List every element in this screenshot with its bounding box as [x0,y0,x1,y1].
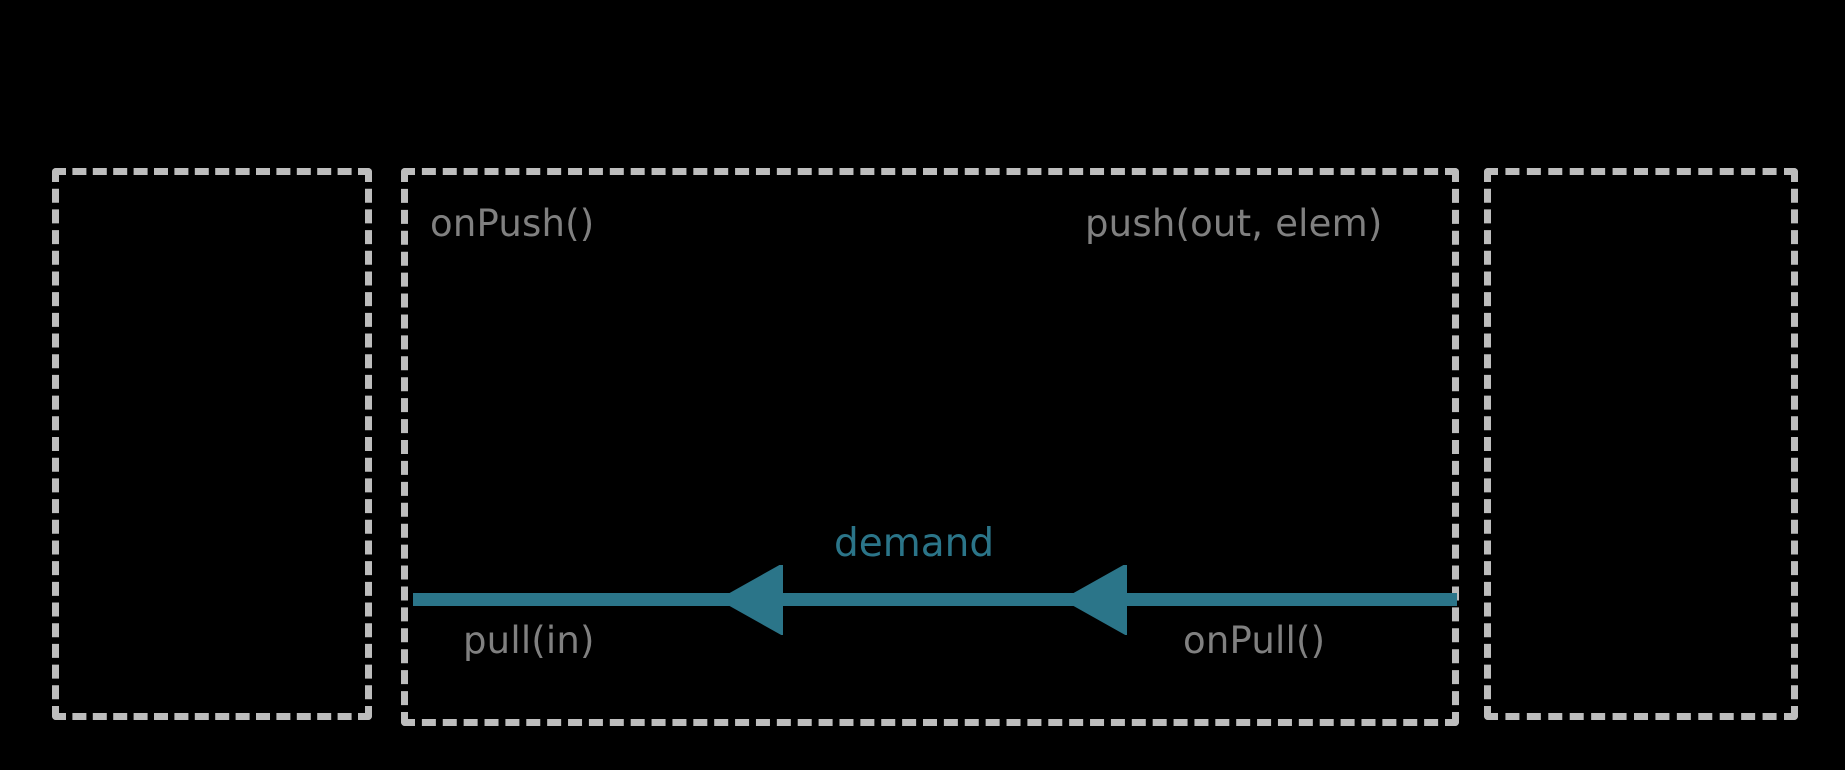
demand-flow-label: demand [834,521,995,566]
push-out-elem-label: push(out, elem) [1085,202,1383,245]
on-push-label: onPush() [430,202,595,245]
demand-arrow-icon [413,565,1457,635]
upstream-boundary-box [52,168,372,720]
graph-stage-box [401,168,1459,726]
on-pull-label: onPull() [1183,619,1326,662]
downstream-boundary-box [1484,168,1798,720]
pull-in-label: pull(in) [463,619,595,662]
